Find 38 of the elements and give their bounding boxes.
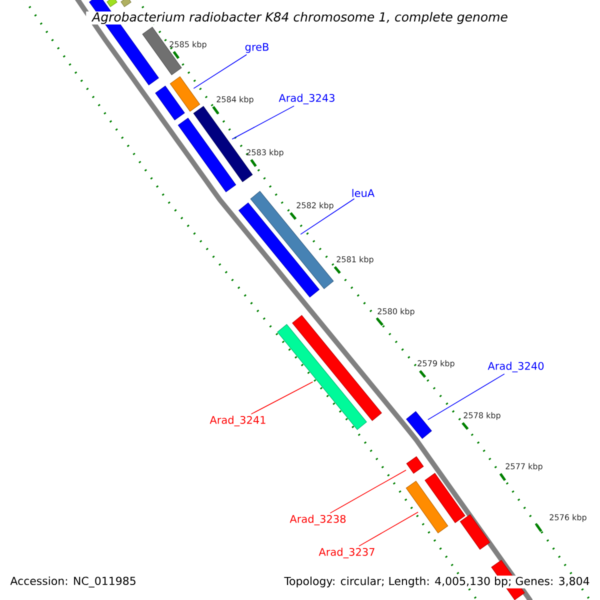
tick-label: 2580 kbp [378,308,414,316]
gene-bar [460,514,490,550]
gene-bar [178,118,236,192]
gene-bar [292,315,382,421]
tick-label: 2579 kbp [418,360,454,368]
gene-bar [155,86,185,120]
gene-bar [170,76,200,112]
tick-label: 2585 kbp [170,41,206,49]
leader-line [330,470,406,514]
leader-line [232,106,294,140]
leader-line [193,54,248,89]
title: Agrobacterium radiobacter K84 chromosome 1, complete genome [86,11,514,25]
gene-bar [406,480,448,534]
footer-text: Accession: NC_011985 [9,576,138,588]
gene-label: Arad_3243 [278,94,334,104]
gene-label: Arad_3241 [210,416,266,426]
gene-bar [277,324,367,430]
tick-label: 2584 kbp [216,96,254,104]
gene-label: Arad_3238 [290,514,346,526]
gene-bar [406,411,432,439]
tick-label: 2583 kbp [246,149,284,157]
leader-line [300,198,355,235]
gene-label: Arad_3237 [318,548,374,558]
tick-label: 2576 kbp [550,514,586,522]
tick-label: 2581 kbp [336,256,374,264]
leader-line [250,381,314,414]
gene-bar [406,456,424,474]
gene-bar [106,0,118,8]
tick-label: 2582 kbp [296,202,334,210]
gene-label: greB [245,43,268,53]
footer-text: Topology: circular; Length: 4,005,130 bp; Genes: 3,804 [283,576,591,588]
gene-label: Arad_3240 [488,362,544,372]
leader-line [428,374,505,420]
gene-bar [120,0,132,8]
gene-label: leuA [352,188,375,198]
leader-line [358,512,418,546]
tick-label: 2578 kbp [464,412,500,420]
tick-label: 2577 kbp [506,463,542,471]
